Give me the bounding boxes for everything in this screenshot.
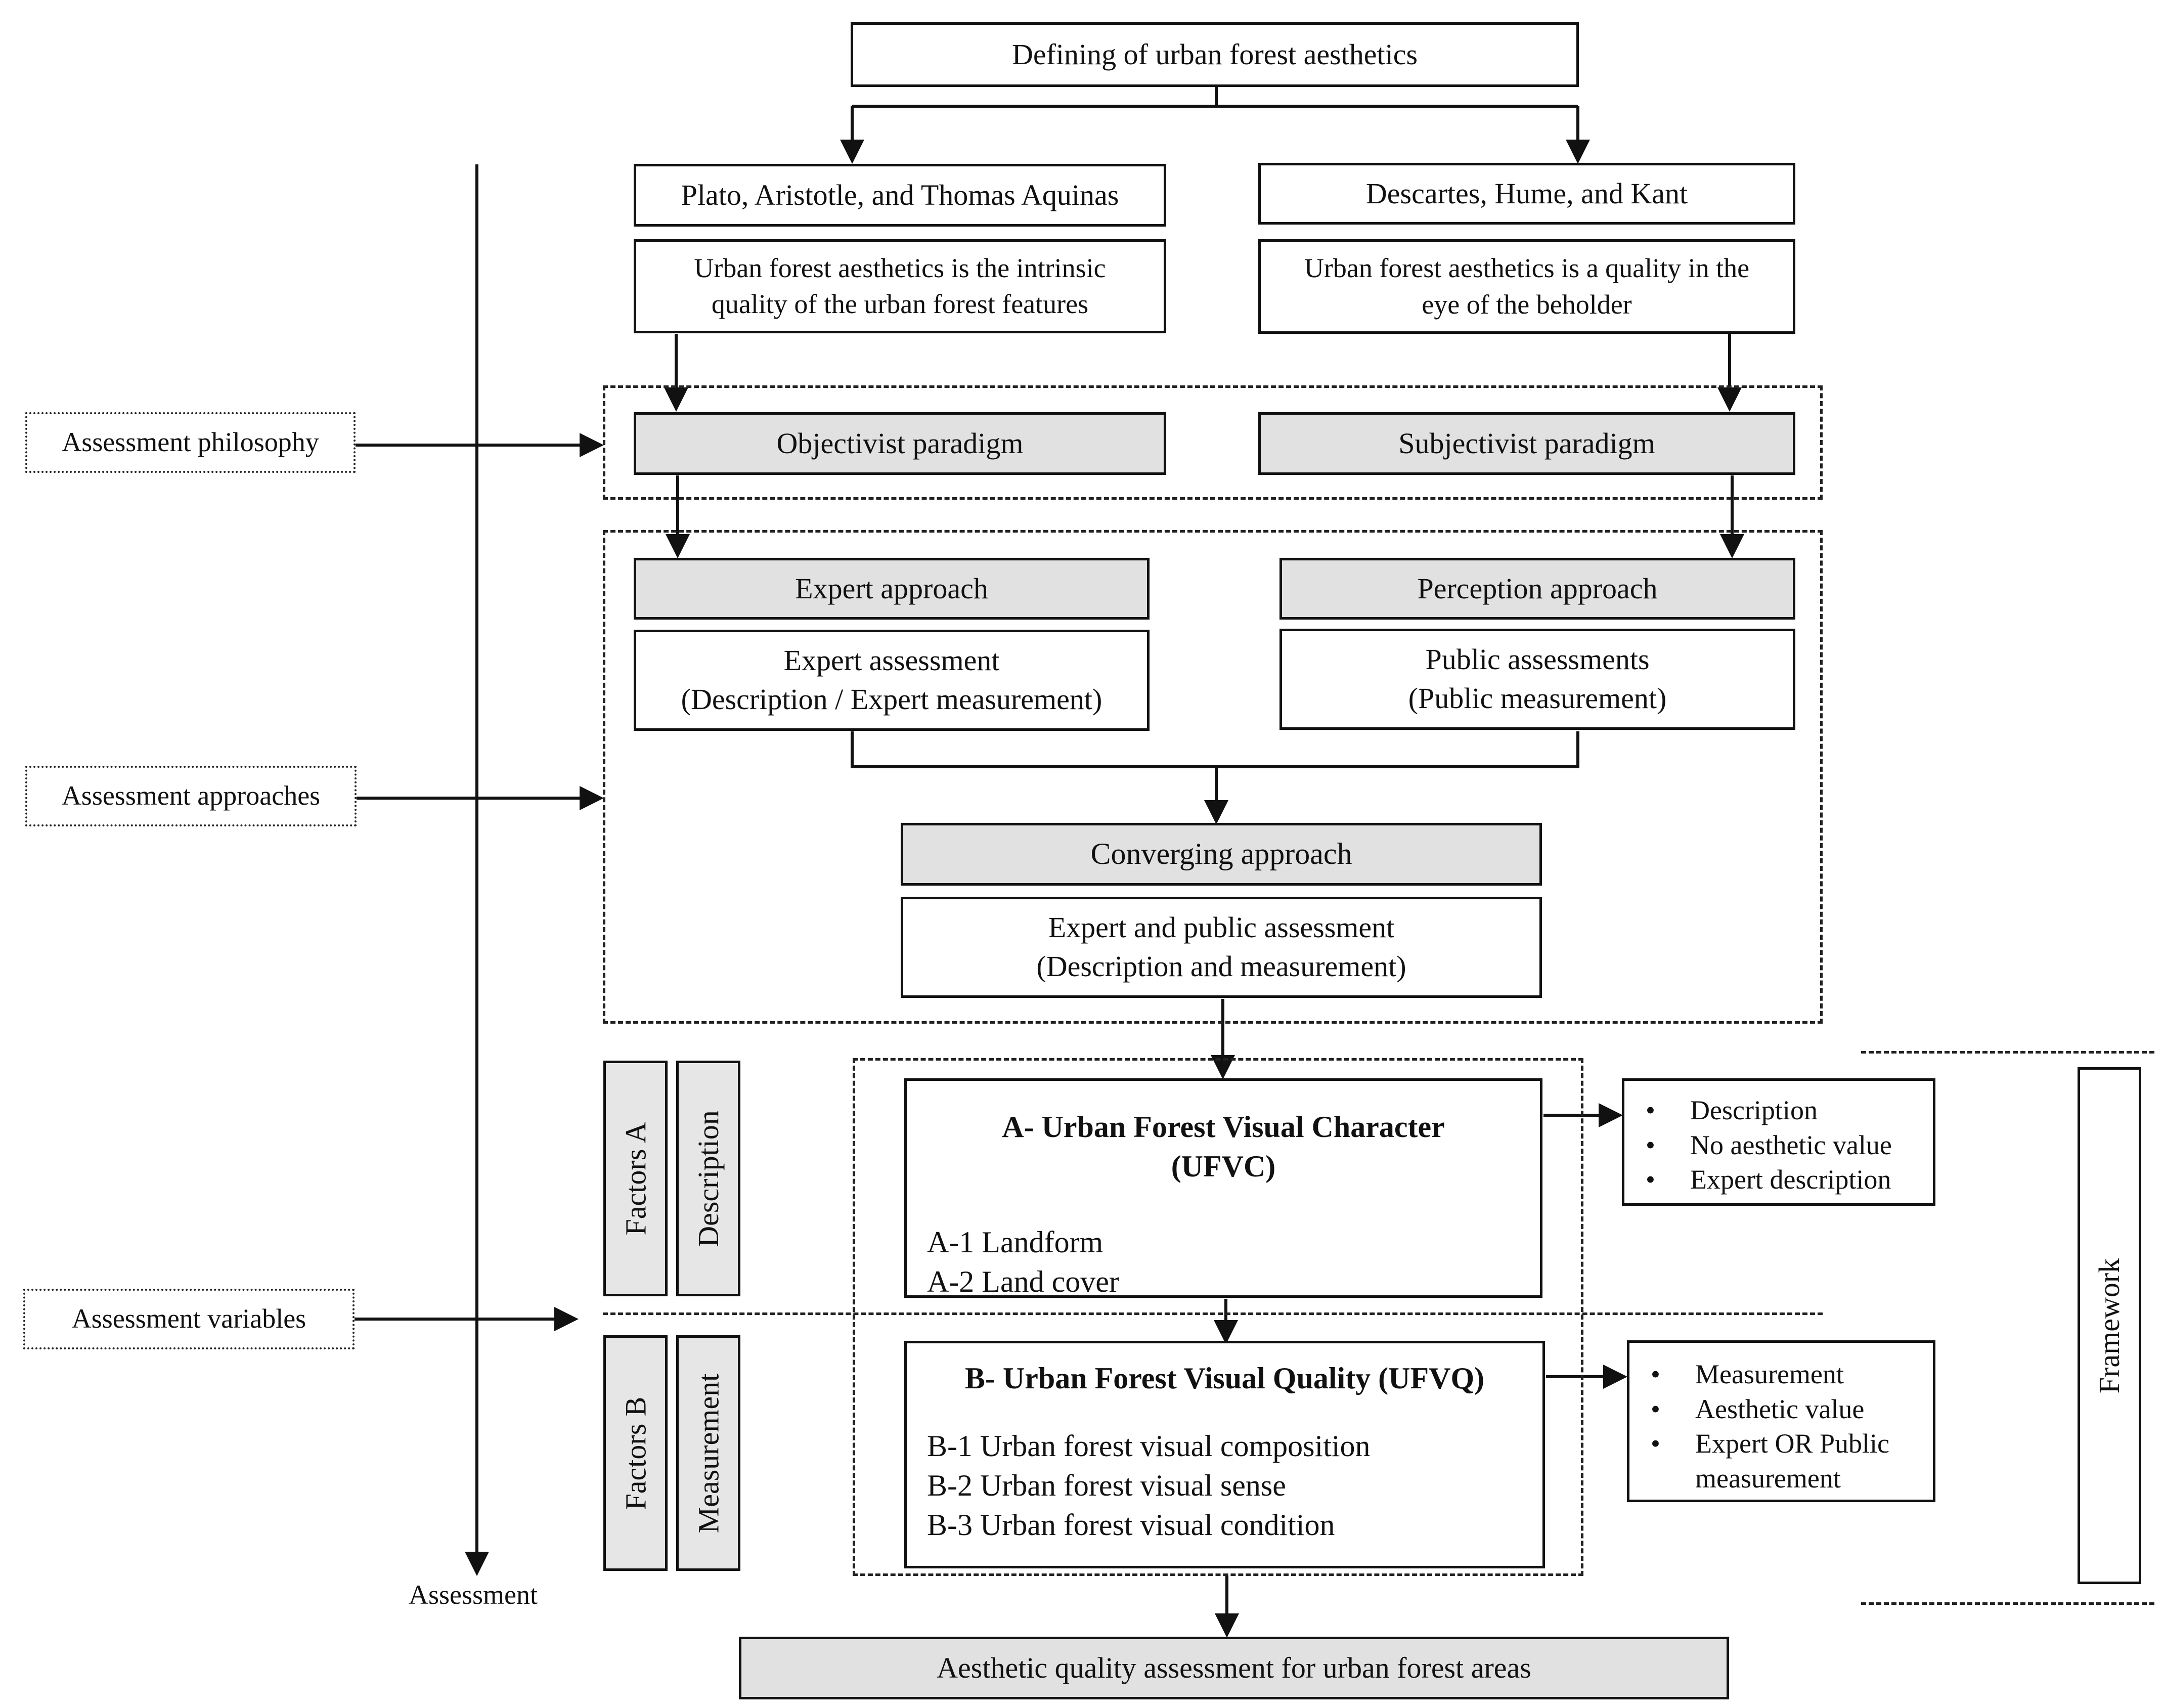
perception-approach-box: Perception approach bbox=[1279, 558, 1795, 620]
assessment-approaches-text: Assessment approaches bbox=[61, 780, 321, 811]
left-philosophers-text: Plato, Aristotle, and Thomas Aquinas bbox=[681, 178, 1119, 211]
factor-b-box: B- Urban Forest Visual Quality (UFVQ) B-… bbox=[904, 1341, 1545, 1568]
left-definition-box: Urban forest aesthetics is the intrinsic… bbox=[634, 239, 1166, 333]
measurement-tag: Measurement bbox=[676, 1335, 740, 1571]
factors-a-tag: Factors A bbox=[603, 1061, 668, 1296]
expert-approach-box: Expert approach bbox=[634, 558, 1150, 620]
framework-bottom-line bbox=[1861, 1602, 2154, 1605]
left-philosophers-box: Plato, Aristotle, and Thomas Aquinas bbox=[634, 164, 1166, 227]
description-tag-text: Description bbox=[692, 1110, 725, 1247]
converging-assessment-box: Expert and public assessment (Descriptio… bbox=[901, 897, 1542, 998]
expert-assessment-line1: Expert assessment bbox=[783, 644, 1000, 677]
factor-b-item: B-1 Urban forest visual composition bbox=[927, 1429, 1371, 1463]
assessment-variables-label: Assessment variables bbox=[23, 1289, 355, 1349]
right-philosophers-box: Descartes, Hume, and Kant bbox=[1258, 163, 1795, 225]
public-assessment-line2: (Public measurement) bbox=[1408, 682, 1667, 715]
title-text: Defining of urban forest aesthetics bbox=[1011, 37, 1418, 71]
title-split-line bbox=[852, 87, 1578, 108]
factor-b-note: Aesthetic value bbox=[1629, 1392, 1933, 1427]
approaches-group-frame bbox=[603, 530, 1823, 1024]
right-definition-box: Urban forest aesthetics is a quality in … bbox=[1258, 239, 1795, 334]
assessment-philosophy-label: Assessment philosophy bbox=[25, 412, 356, 473]
assessment-axis-label: Assessment bbox=[409, 1580, 538, 1610]
expert-assessment-box: Expert assessment (Description / Expert … bbox=[634, 630, 1150, 731]
variables-group-frame bbox=[853, 1058, 1583, 1576]
public-assessment-box: Public assessments (Public measurement) bbox=[1279, 629, 1795, 730]
public-assessment-line1: Public assessments bbox=[1425, 643, 1650, 676]
objectivist-paradigm-box: Objectivist paradigm bbox=[634, 412, 1166, 475]
assessment-approaches-label: Assessment approaches bbox=[25, 766, 357, 826]
factor-b-note: Measurement bbox=[1629, 1357, 1933, 1392]
factor-b-item: B-3 Urban forest visual condition bbox=[927, 1508, 1335, 1542]
right-definition-line1: Urban forest aesthetics is a quality in … bbox=[1304, 253, 1750, 284]
right-philosophers-text: Descartes, Hume, and Kant bbox=[1365, 177, 1688, 210]
philosophy-group-frame bbox=[603, 385, 1823, 500]
converging-assessment-line2: (Description and measurement) bbox=[1036, 950, 1406, 983]
factor-b-title-line1: B- Urban Forest Visual Quality (UFVQ) bbox=[964, 1362, 1485, 1395]
factor-b-item: B-2 Urban forest visual sense bbox=[927, 1469, 1286, 1502]
converging-assessment-line1: Expert and public assessment bbox=[1048, 911, 1395, 944]
result-text: Aesthetic quality assessment for urban f… bbox=[937, 1651, 1531, 1684]
description-tag: Description bbox=[676, 1061, 740, 1296]
factors-a-tag-text: Factors A bbox=[619, 1122, 652, 1235]
factor-a-notes: Description No aesthetic value Expert de… bbox=[1622, 1078, 1935, 1206]
factors-b-tag: Factors B bbox=[603, 1335, 668, 1571]
factor-a-title: A- Urban Forest Visual Character (UFVC) bbox=[927, 1107, 1540, 1186]
assessment-philosophy-text: Assessment philosophy bbox=[62, 427, 319, 458]
converging-approach-box: Converging approach bbox=[901, 823, 1542, 886]
factor-a-box: A- Urban Forest Visual Character (UFVC) … bbox=[904, 1078, 1542, 1298]
expert-approach-text: Expert approach bbox=[795, 572, 988, 605]
factor-a-item: A-2 Land cover bbox=[927, 1265, 1119, 1298]
factor-b-note-continued: measurement bbox=[1695, 1463, 1841, 1494]
factor-b-notes: Measurement Aesthetic value Expert OR Pu… bbox=[1627, 1340, 1935, 1502]
factor-a-note: Description bbox=[1624, 1093, 1933, 1128]
factor-a-title-line2: (UFVC) bbox=[1171, 1150, 1276, 1183]
right-definition-line2: eye of the beholder bbox=[1422, 289, 1632, 320]
urban-forest-aesthetics-title-box: Defining of urban forest aesthetics bbox=[851, 22, 1579, 87]
result-box: Aesthetic quality assessment for urban f… bbox=[739, 1637, 1729, 1699]
subjectivist-paradigm-box: Subjectivist paradigm bbox=[1258, 412, 1795, 475]
framework-top-line bbox=[1861, 1051, 2154, 1054]
subjectivist-paradigm-text: Subjectivist paradigm bbox=[1398, 426, 1655, 460]
expert-assessment-line2: (Description / Expert measurement) bbox=[681, 683, 1102, 716]
factor-a-title-line1: A- Urban Forest Visual Character bbox=[1002, 1110, 1445, 1144]
factors-b-tag-text: Factors B bbox=[619, 1396, 652, 1510]
factor-a-item: A-1 Landform bbox=[927, 1225, 1103, 1259]
factor-a-note: No aesthetic value bbox=[1624, 1128, 1933, 1163]
measurement-tag-text: Measurement bbox=[692, 1373, 725, 1533]
framework-label-box: Framework bbox=[2078, 1067, 2141, 1584]
objectivist-paradigm-text: Objectivist paradigm bbox=[776, 426, 1024, 460]
converging-approach-text: Converging approach bbox=[1090, 837, 1352, 871]
factor-b-note: Expert OR Public bbox=[1629, 1426, 1933, 1461]
factor-a-note: Expert description bbox=[1624, 1162, 1933, 1197]
perception-approach-text: Perception approach bbox=[1417, 572, 1658, 605]
assessment-variables-text: Assessment variables bbox=[71, 1303, 306, 1334]
factor-b-title: B- Urban Forest Visual Quality (UFVQ) bbox=[927, 1359, 1542, 1398]
left-definition-line1: Urban forest aesthetics is the intrinsic bbox=[694, 252, 1106, 283]
left-definition-line2: quality of the urban forest features bbox=[711, 289, 1089, 319]
variables-separator-line bbox=[603, 1312, 1823, 1315]
framework-label-text: Framework bbox=[2093, 1258, 2126, 1393]
